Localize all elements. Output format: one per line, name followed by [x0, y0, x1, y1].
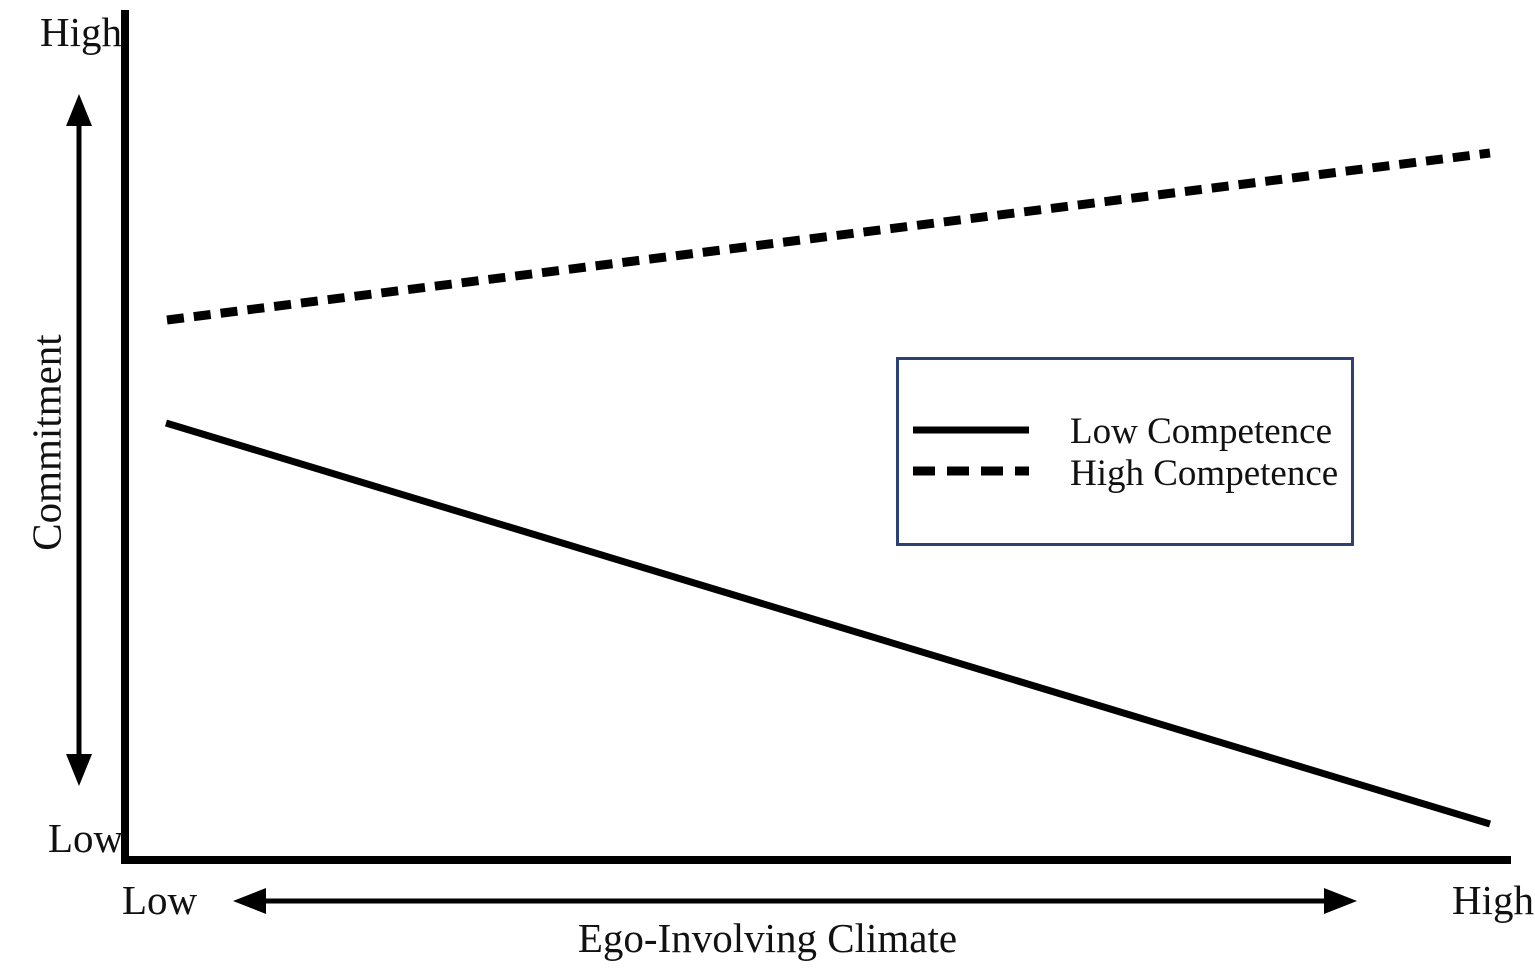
y-axis-title: Commitment: [23, 334, 70, 551]
legend-item-label-low-competence: Low Competence: [1070, 411, 1332, 452]
y-axis-high-label: High: [40, 9, 122, 55]
legend-item-label-high-competence: High Competence: [1070, 453, 1339, 494]
legend-swatches: [913, 426, 1029, 476]
y-axis-low-label: Low: [48, 815, 124, 861]
x-axis-high-label: High: [1452, 877, 1534, 923]
legend: Low Competence High Competence: [896, 357, 1354, 546]
x-axis-low-label: Low: [122, 877, 198, 923]
x-axis-title: Ego-Involving Climate: [577, 915, 958, 961]
y-range-arrow-icon: [66, 94, 92, 786]
series-line-high-competence: [166, 148, 1491, 325]
series-line-low-competence: [164, 419, 1492, 828]
x-range-arrow-icon: [233, 888, 1357, 914]
